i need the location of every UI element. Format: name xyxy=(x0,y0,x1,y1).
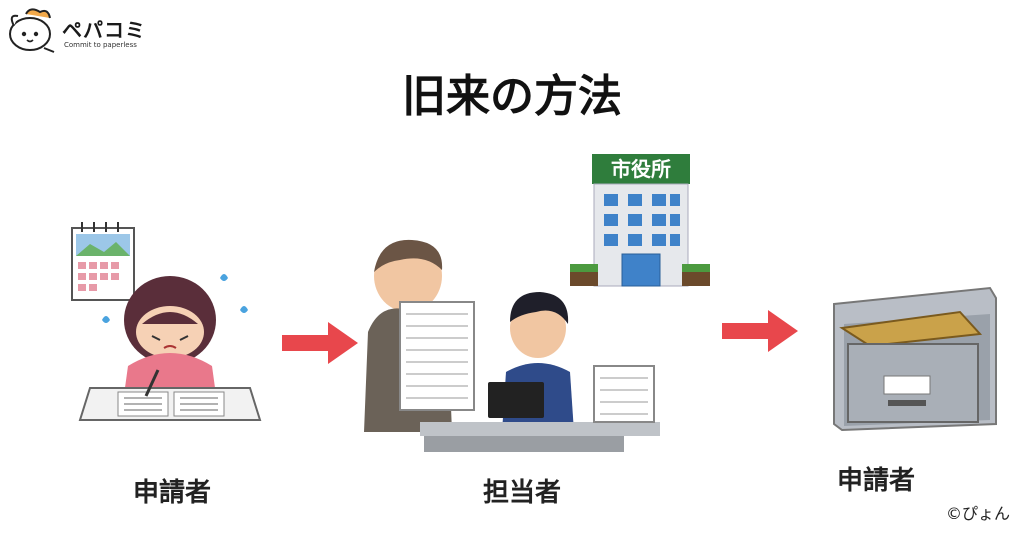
calendar-icon xyxy=(71,222,135,301)
drawer-handle xyxy=(888,400,926,406)
step-label-applicant-result: 申請者 xyxy=(836,466,915,496)
file-cabinet-illustration xyxy=(833,286,997,432)
flow-arrow xyxy=(722,310,798,352)
city-hall-illustration: 市役所 xyxy=(570,154,710,287)
step-label-staff: 担当者 xyxy=(482,478,561,508)
city-hall-sign-text: 市役所 xyxy=(611,157,671,181)
staff-illustration xyxy=(364,239,660,452)
brand-logo: ペパコミ Commit to paperless xyxy=(4,4,164,56)
credit-text: ©ぴょん xyxy=(945,504,1010,523)
mascot-logo-icon xyxy=(9,8,55,53)
sweat-icon xyxy=(102,274,248,323)
city-hall-sign xyxy=(592,154,690,184)
applicant-illustration xyxy=(71,222,262,421)
laptop-icon xyxy=(488,382,544,418)
pencil-icon xyxy=(144,369,160,397)
logo-name: ペパコミ xyxy=(62,18,146,42)
page-title: 旧来の方法 xyxy=(402,71,622,122)
step-label-applicant: 申請者 xyxy=(132,478,211,508)
envelope-icon xyxy=(839,310,983,348)
flow-arrow xyxy=(282,322,358,364)
paper-stack-icon xyxy=(399,301,475,411)
logo-tagline: Commit to paperless xyxy=(64,41,137,49)
